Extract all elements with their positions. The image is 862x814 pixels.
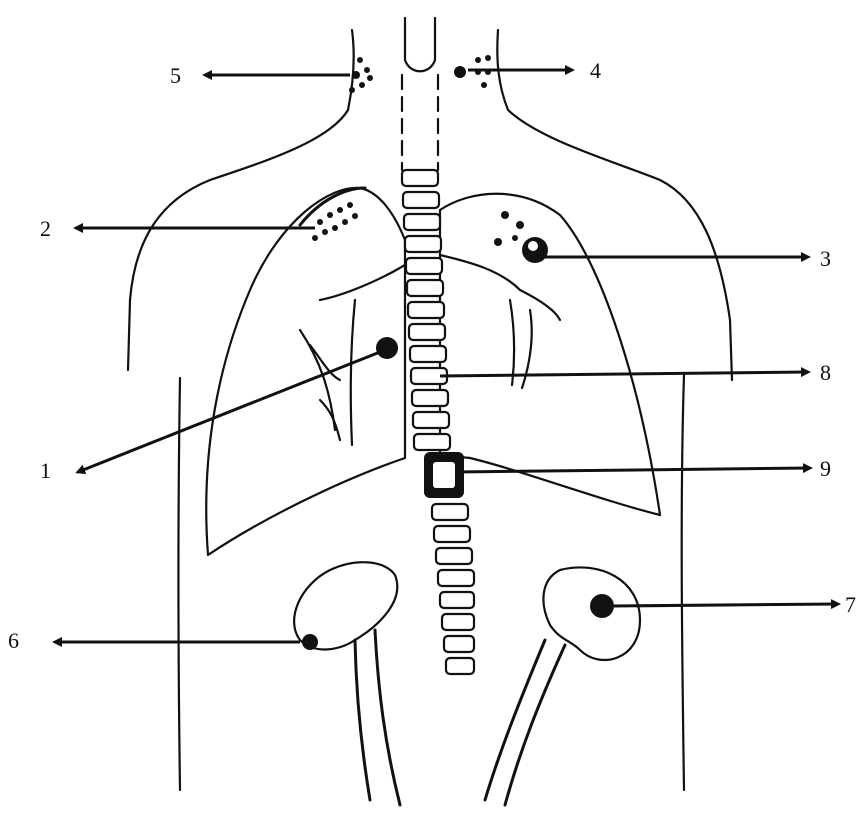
trachea xyxy=(402,18,438,170)
label-1: 1 xyxy=(40,458,51,483)
lesion-4 xyxy=(454,66,466,78)
label-8: 8 xyxy=(820,360,831,385)
right-lung xyxy=(206,188,405,555)
label-6: 6 xyxy=(8,628,19,653)
body-outline xyxy=(128,30,732,790)
label-9: 9 xyxy=(820,456,831,481)
left-kidney xyxy=(485,567,640,805)
lesion-7 xyxy=(590,594,614,618)
left-lung xyxy=(440,194,660,515)
label-2: 2 xyxy=(40,216,51,241)
lesion-6 xyxy=(302,634,318,650)
lesion-1 xyxy=(376,337,398,359)
label-3: 3 xyxy=(820,246,831,271)
label-4: 4 xyxy=(590,58,601,83)
right-kidney xyxy=(294,562,400,805)
label-5: 5 xyxy=(170,63,181,88)
label-7: 7 xyxy=(845,592,856,617)
spine xyxy=(402,170,474,674)
